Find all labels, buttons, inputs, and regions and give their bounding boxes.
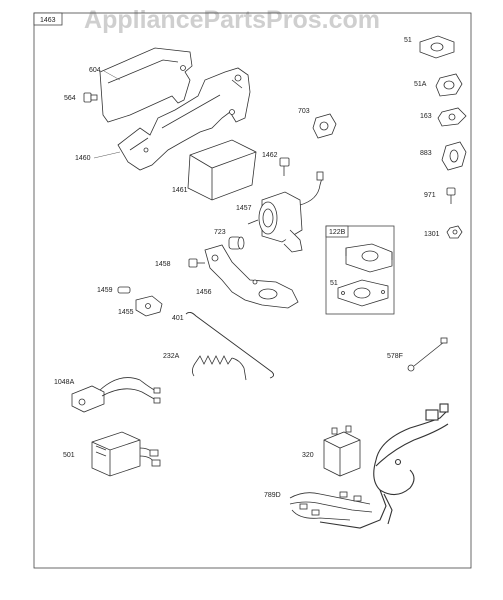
part-1461-cover[interactable] xyxy=(187,139,257,201)
part-320-solenoid[interactable] xyxy=(323,425,361,477)
part-578F-wire[interactable] xyxy=(407,337,448,372)
callout-578F: 578F xyxy=(387,353,403,360)
part-51A-gasket[interactable] xyxy=(435,73,463,97)
callout-1458: 1458 xyxy=(155,261,171,268)
callout-1460: 1460 xyxy=(75,155,91,162)
part-232A-spring[interactable] xyxy=(192,355,247,381)
callout-163: 163 xyxy=(420,113,432,120)
frame-label: 1463 xyxy=(40,17,56,24)
part-1460-bracket[interactable] xyxy=(117,67,251,171)
part-1458-screw[interactable] xyxy=(188,258,205,268)
callout-1462: 1462 xyxy=(262,152,278,159)
callout-1461: 1461 xyxy=(172,187,188,194)
part-163-gasket[interactable] xyxy=(437,107,467,127)
callout-232A: 232A xyxy=(163,353,180,360)
part-971-screw[interactable] xyxy=(446,187,456,204)
part-1455-bracket[interactable] xyxy=(135,295,163,317)
part-1456-mount-plate[interactable] xyxy=(204,244,299,309)
part-401-link-rod[interactable] xyxy=(185,311,275,379)
part-wiring-harness[interactable] xyxy=(319,403,449,529)
part-51-gasket[interactable] xyxy=(419,35,455,59)
callout-723: 723 xyxy=(214,229,226,236)
callout-1455: 1455 xyxy=(118,309,134,316)
part-122B-spacer[interactable] xyxy=(345,243,393,273)
part-51-kit-gasket[interactable] xyxy=(337,279,389,307)
diagram-frame xyxy=(33,12,472,569)
callout-604: 604 xyxy=(89,67,101,74)
part-1457-starter-motor[interactable] xyxy=(247,171,324,253)
kit-label: 122B xyxy=(329,229,346,236)
part-1301-nut[interactable] xyxy=(446,225,463,239)
callout-401: 401 xyxy=(172,315,184,322)
callout-320: 320 xyxy=(302,452,314,459)
leader-1460 xyxy=(93,151,121,159)
part-883-gasket[interactable] xyxy=(441,141,467,171)
callout-1301: 1301 xyxy=(424,231,440,238)
part-564-screw[interactable] xyxy=(83,92,98,103)
callout-703: 703 xyxy=(298,108,310,115)
part-1048A-rectifier[interactable] xyxy=(71,377,161,413)
leader-604 xyxy=(103,70,121,81)
callout-1457: 1457 xyxy=(236,205,252,212)
callout-1048A: 1048A xyxy=(54,379,75,386)
part-703-clamp[interactable] xyxy=(312,113,337,139)
callout-501: 501 xyxy=(63,452,75,459)
callout-971: 971 xyxy=(424,192,436,199)
callout-1456: 1456 xyxy=(196,289,212,296)
part-1462-screw[interactable] xyxy=(279,157,290,176)
callout-51: 51 xyxy=(404,37,412,44)
frame-label-box xyxy=(33,12,63,26)
callout-51A: 51A xyxy=(414,81,427,88)
callout-789D: 789D xyxy=(264,492,281,499)
watermark: AppliancePartsPros.com xyxy=(84,6,380,34)
part-604-bracket[interactable] xyxy=(99,47,193,123)
callout-883: 883 xyxy=(420,150,432,157)
callout-564: 564 xyxy=(64,95,76,102)
part-723-bushing[interactable] xyxy=(228,236,245,250)
part-1459-pin[interactable] xyxy=(117,286,131,294)
part-501-regulator[interactable] xyxy=(91,431,161,477)
callout-1459: 1459 xyxy=(97,287,113,294)
callout-51-kit: 51 xyxy=(330,280,338,287)
kit-122B-box: 122B xyxy=(325,225,395,315)
part-789D-harness[interactable] xyxy=(289,491,373,521)
